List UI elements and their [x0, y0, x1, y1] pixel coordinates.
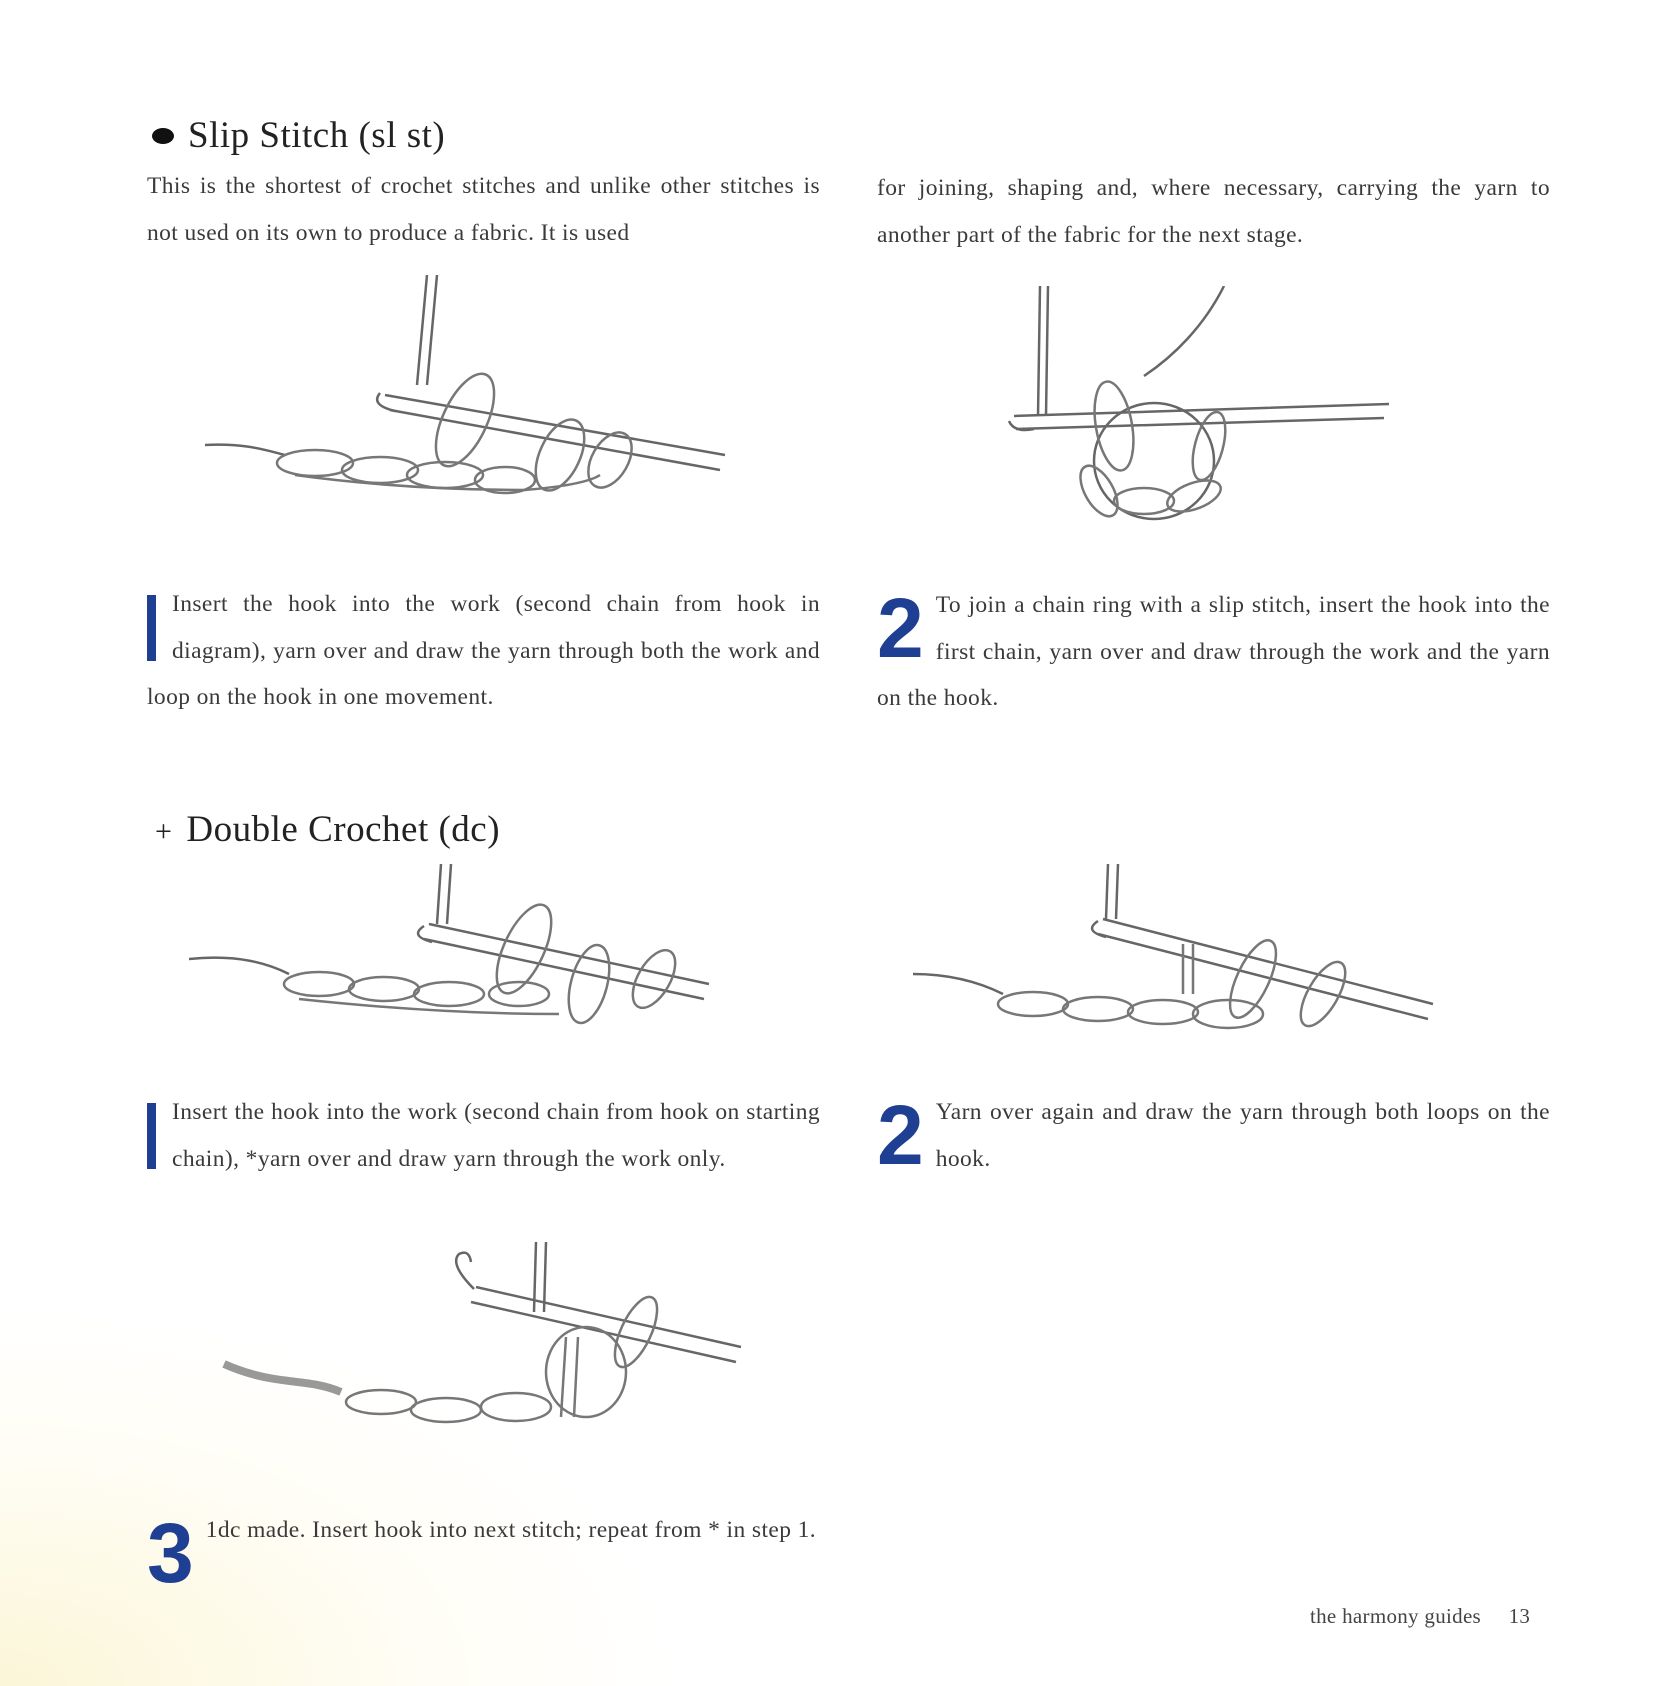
- step-text: To join a chain ring with a slip stitch,…: [877, 592, 1550, 711]
- double-crochet-step1-illustration: [189, 864, 710, 1025]
- double-crochet-step3-illustration: [222, 1242, 742, 1424]
- double-crochet-step-1: Insert the hook into the work (second ch…: [147, 1089, 820, 1182]
- step-text: Yarn over again and draw the yarn throug…: [935, 1099, 1550, 1172]
- plus-icon: +: [155, 815, 173, 848]
- double-crochet-step2-illustration: [913, 864, 1434, 1030]
- step-text: Insert the hook into the work (second ch…: [147, 591, 820, 710]
- step-text: 1dc made. Insert hook into next stitch; …: [205, 1517, 817, 1543]
- step-number: [147, 589, 156, 674]
- step-number: [147, 1097, 156, 1182]
- double-crochet-step-3: 3 1dc made. Insert hook into next stitch…: [147, 1506, 837, 1600]
- intro-right: for joining, shaping and, where necessar…: [877, 175, 1550, 248]
- slip-stitch-step-1: Insert the hook into the work (second ch…: [147, 581, 820, 721]
- step-number: 2: [877, 581, 924, 675]
- heading-text: Slip Stitch (sl st): [188, 115, 446, 156]
- step-text: Insert the hook into the work (second ch…: [172, 1099, 820, 1172]
- intro-left: This is the shortest of crochet stitches…: [147, 173, 820, 246]
- slip-stitch-step1-illustration: [205, 275, 726, 495]
- slip-stitch-step-2: 2 To join a chain ring with a slip stitc…: [877, 582, 1550, 722]
- page-number: 13: [1508, 1604, 1531, 1628]
- footer-guide-title: the harmony guides: [1310, 1604, 1482, 1628]
- section-heading-double-crochet: + Double Crochet (dc): [155, 808, 500, 851]
- slip-stitch-step2-illustration: [1007, 286, 1390, 521]
- double-crochet-step-2: 2 Yarn over again and draw the yarn thro…: [877, 1089, 1550, 1182]
- step-number: 3: [147, 1506, 194, 1600]
- heading-text: Double Crochet (dc): [186, 809, 501, 850]
- section-heading-slip-stitch: Slip Stitch (sl st): [152, 114, 445, 157]
- step-number: 2: [877, 1088, 924, 1182]
- bullet-icon: [152, 127, 174, 144]
- page-footer: the harmony guides 13: [1310, 1604, 1530, 1629]
